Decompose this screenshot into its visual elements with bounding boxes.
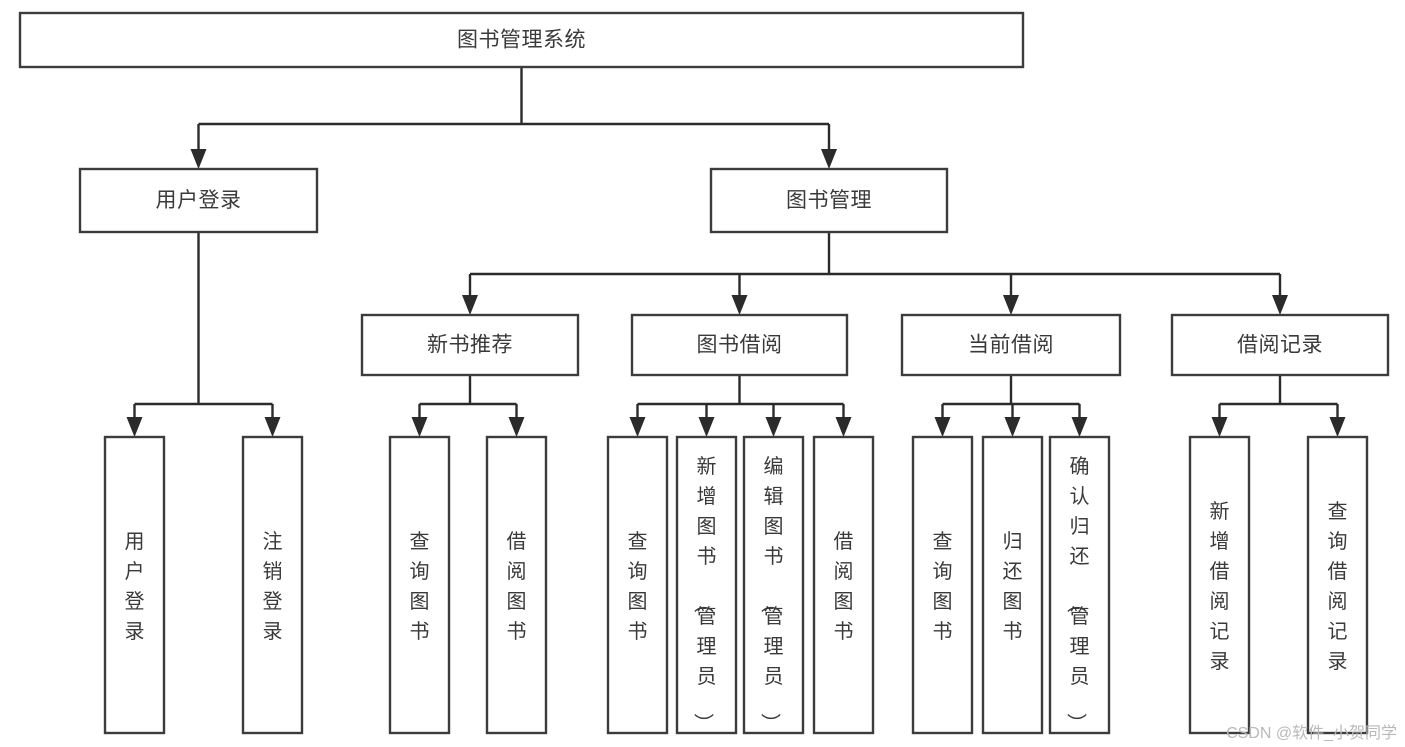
- node-box-current-borrow[interactable]: [900, 313, 1122, 377]
- arrow-head-book-manage-2: [1003, 295, 1019, 315]
- node-label-book-borrow: 图书借阅: [697, 334, 783, 357]
- arrow-head-new-book-recommend-0: [411, 417, 428, 437]
- node-leaf-query-book-2[interactable]: 查询图书: [606, 435, 669, 735]
- arrow-head-book-borrow-3: [835, 417, 852, 437]
- node-label-book-manage: 图书管理: [786, 189, 872, 212]
- connector-group-new-book-recommend: [411, 375, 525, 437]
- node-label-leaf-confirm-return: 确认归还（管理员）: [1065, 455, 1090, 733]
- node-box-leaf-borrow-book-1[interactable]: [485, 435, 548, 735]
- node-box-leaf-add-record[interactable]: [1188, 435, 1251, 735]
- arrow-head-new-book-recommend-1: [508, 417, 525, 437]
- node-box-leaf-query-book-2[interactable]: [606, 435, 669, 735]
- node-box-leaf-borrow-book-2[interactable]: [812, 435, 875, 735]
- connector-group-user-login: [126, 232, 281, 437]
- connector-group-book-manage: [462, 232, 1288, 315]
- arrow-head-borrow-record-1: [1329, 417, 1346, 437]
- node-root[interactable]: 图书管理系统: [18, 11, 1025, 69]
- node-label-leaf-query-record: 查询借阅记录: [1328, 500, 1348, 673]
- arrow-head-book-borrow-0: [629, 417, 646, 437]
- node-box-book-manage[interactable]: [709, 167, 949, 234]
- node-book-manage[interactable]: 图书管理: [709, 167, 949, 234]
- node-leaf-edit-book[interactable]: 编辑图书（管理员）: [742, 435, 805, 735]
- node-box-leaf-confirm-return[interactable]: [1048, 435, 1111, 735]
- arrow-head-book-manage-1: [731, 295, 748, 315]
- node-box-user-login[interactable]: [78, 167, 319, 234]
- node-box-leaf-add-book[interactable]: [675, 435, 738, 735]
- node-label-leaf-edit-book: 编辑图书（管理员）: [759, 455, 784, 733]
- node-box-leaf-query-book-1[interactable]: [388, 435, 451, 735]
- node-user-login[interactable]: 用户登录: [78, 167, 319, 234]
- arrow-head-current-borrow-0: [934, 417, 951, 437]
- node-label-leaf-borrow-book-2: 借阅图书: [834, 530, 854, 643]
- node-label-leaf-add-record: 新增借阅记录: [1210, 500, 1230, 673]
- node-leaf-return-book[interactable]: 归还图书: [981, 435, 1044, 735]
- node-label-borrow-record: 借阅记录: [1237, 334, 1323, 357]
- arrow-head-borrow-record-0: [1211, 417, 1228, 437]
- node-box-borrow-record[interactable]: [1170, 313, 1390, 377]
- node-label-new-book-recommend: 新书推荐: [427, 334, 513, 357]
- node-box-root[interactable]: [18, 11, 1025, 69]
- connector-group-book-borrow: [629, 375, 852, 437]
- arrow-head-user-login-1: [264, 417, 281, 437]
- connector-group-current-borrow: [934, 375, 1088, 437]
- arrow-head-book-manage-3: [1272, 295, 1288, 315]
- node-label-leaf-query-book-1: 查询图书: [410, 530, 430, 643]
- node-leaf-add-book[interactable]: 新增图书（管理员）: [675, 435, 738, 735]
- node-borrow-record[interactable]: 借阅记录: [1170, 313, 1390, 377]
- node-box-book-borrow[interactable]: [630, 313, 849, 377]
- arrow-head-book-borrow-1: [698, 417, 715, 437]
- node-label-user-login: 用户登录: [156, 189, 242, 212]
- node-leaf-confirm-return[interactable]: 确认归还（管理员）: [1048, 435, 1111, 735]
- arrow-head-book-manage-0: [462, 295, 478, 315]
- node-box-leaf-user-login[interactable]: [103, 435, 166, 735]
- node-leaf-query-book-1[interactable]: 查询图书: [388, 435, 451, 735]
- arrow-head-current-borrow-2: [1071, 417, 1088, 437]
- connector-group-borrow-record: [1211, 375, 1346, 437]
- arrow-head-root-0: [190, 149, 207, 169]
- node-current-borrow[interactable]: 当前借阅: [900, 313, 1122, 377]
- node-label-root: 图书管理系统: [457, 29, 586, 52]
- node-box-leaf-user-logout[interactable]: [241, 435, 304, 735]
- connector-group-root: [190, 67, 837, 169]
- node-leaf-borrow-book-2[interactable]: 借阅图书: [812, 435, 875, 735]
- arrow-head-user-login-0: [126, 417, 143, 437]
- node-leaf-user-login[interactable]: 用户登录: [103, 435, 166, 735]
- arrow-head-book-borrow-2: [765, 417, 782, 437]
- node-box-leaf-return-book[interactable]: [981, 435, 1044, 735]
- node-leaf-user-logout[interactable]: 注销登录: [241, 435, 304, 735]
- node-label-leaf-user-logout: 注销登录: [263, 530, 283, 643]
- node-leaf-query-book-3[interactable]: 查询图书: [911, 435, 974, 735]
- node-layer: 图书管理系统用户登录图书管理新书推荐图书借阅当前借阅借阅记录用户登录注销登录查询…: [18, 11, 1390, 735]
- node-leaf-borrow-book-1[interactable]: 借阅图书: [485, 435, 548, 735]
- arrow-head-root-1: [821, 149, 837, 169]
- node-label-leaf-query-book-2: 查询图书: [628, 530, 648, 643]
- node-box-leaf-query-book-3[interactable]: [911, 435, 974, 735]
- node-box-leaf-query-record[interactable]: [1306, 435, 1369, 735]
- node-label-leaf-add-book: 新增图书（管理员）: [692, 455, 717, 733]
- node-box-leaf-edit-book[interactable]: [742, 435, 805, 735]
- node-new-book-recommend[interactable]: 新书推荐: [360, 313, 580, 377]
- node-label-leaf-user-login: 用户登录: [125, 531, 145, 643]
- connector-layer: [126, 67, 1346, 437]
- node-book-borrow[interactable]: 图书借阅: [630, 313, 849, 377]
- node-box-new-book-recommend[interactable]: [360, 313, 580, 377]
- node-leaf-query-record[interactable]: 查询借阅记录: [1306, 435, 1369, 735]
- node-label-leaf-borrow-book-1: 借阅图书: [507, 530, 527, 643]
- arrow-head-current-borrow-1: [1004, 417, 1021, 437]
- node-leaf-add-record[interactable]: 新增借阅记录: [1188, 435, 1251, 735]
- node-label-leaf-query-book-3: 查询图书: [933, 530, 953, 643]
- node-label-leaf-return-book: 归还图书: [1003, 530, 1023, 643]
- node-label-current-borrow: 当前借阅: [968, 334, 1054, 357]
